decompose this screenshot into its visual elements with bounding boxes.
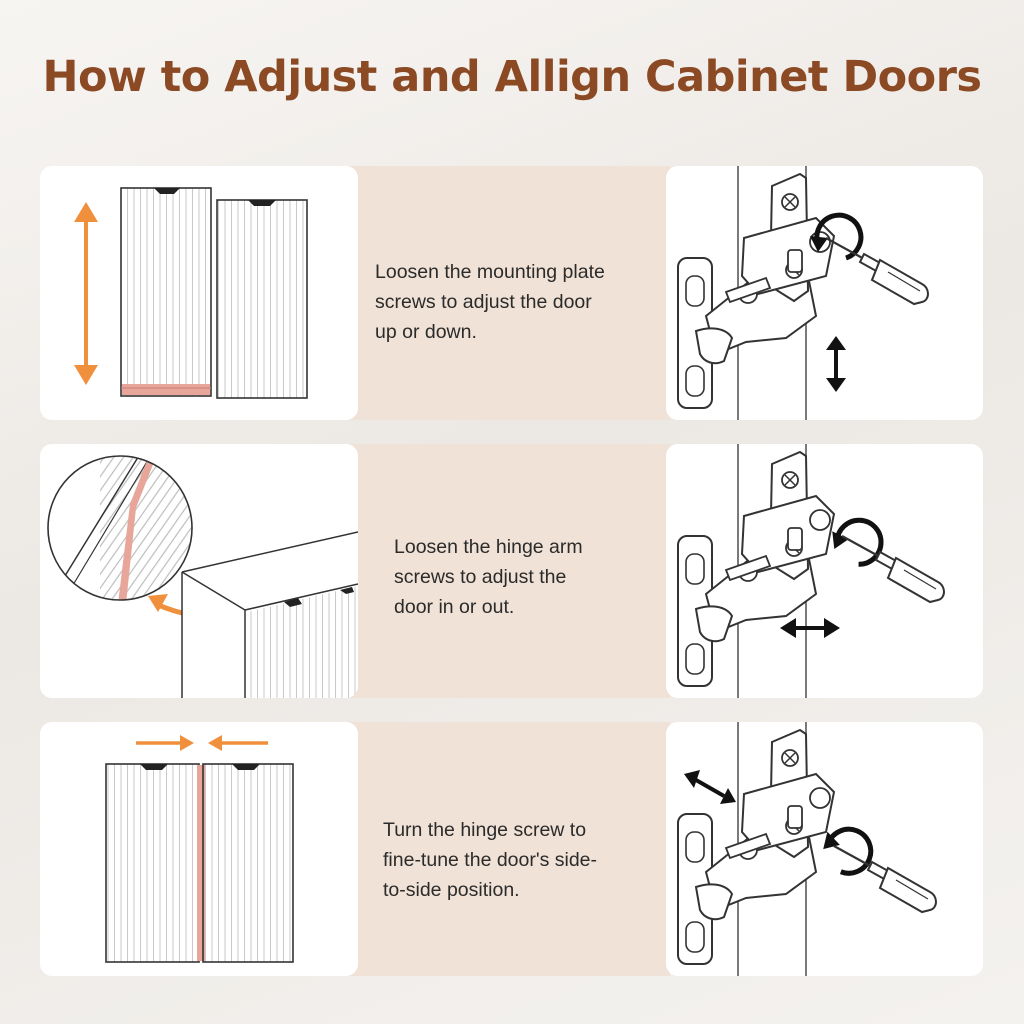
hinge-diagram-card (666, 722, 983, 976)
screwdriver-icon (840, 534, 946, 604)
hinge-diagram-card (666, 444, 983, 698)
hinge-illustration (677, 722, 938, 976)
text-band (300, 166, 670, 420)
text-band (300, 722, 670, 976)
screwdriver-icon (832, 844, 938, 914)
step-description: Loosen the mounting plate screws to adju… (375, 261, 605, 343)
orange-vertical-arrow-icon (74, 202, 98, 385)
horizontal-double-arrow-icon (780, 618, 840, 638)
orange-inward-arrows-icon (136, 735, 268, 751)
cabinet-diagram-card (40, 444, 358, 698)
screwdriver-icon (824, 236, 930, 306)
text-band (300, 444, 670, 698)
door-diagram-card (40, 722, 358, 976)
step-description: Turn the hinge screw to fine-tune the do… (383, 819, 598, 901)
vertical-adjust-illustration (74, 187, 308, 399)
hinge-diagram-card (666, 166, 983, 420)
step-row-3: Turn the hinge screw to fine-tune the do… (40, 722, 983, 976)
hinge-illustration (677, 444, 946, 698)
diagonal-double-arrow-icon (684, 770, 736, 804)
vertical-double-arrow-icon (826, 336, 846, 392)
step-row-1: Loosen the mounting plate screws to adju… (40, 166, 983, 420)
page-title: How to Adjust and Allign Cabinet Doors (42, 52, 982, 102)
in-out-adjust-illustration (47, 455, 358, 698)
door-diagram-card (40, 166, 358, 420)
hinge-illustration (677, 166, 930, 420)
step-description: Loosen the hinge arm screws to adjust th… (394, 536, 583, 618)
side-adjust-illustration (105, 735, 294, 963)
step-row-2: Loosen the hinge arm screws to adjust th… (40, 444, 983, 698)
